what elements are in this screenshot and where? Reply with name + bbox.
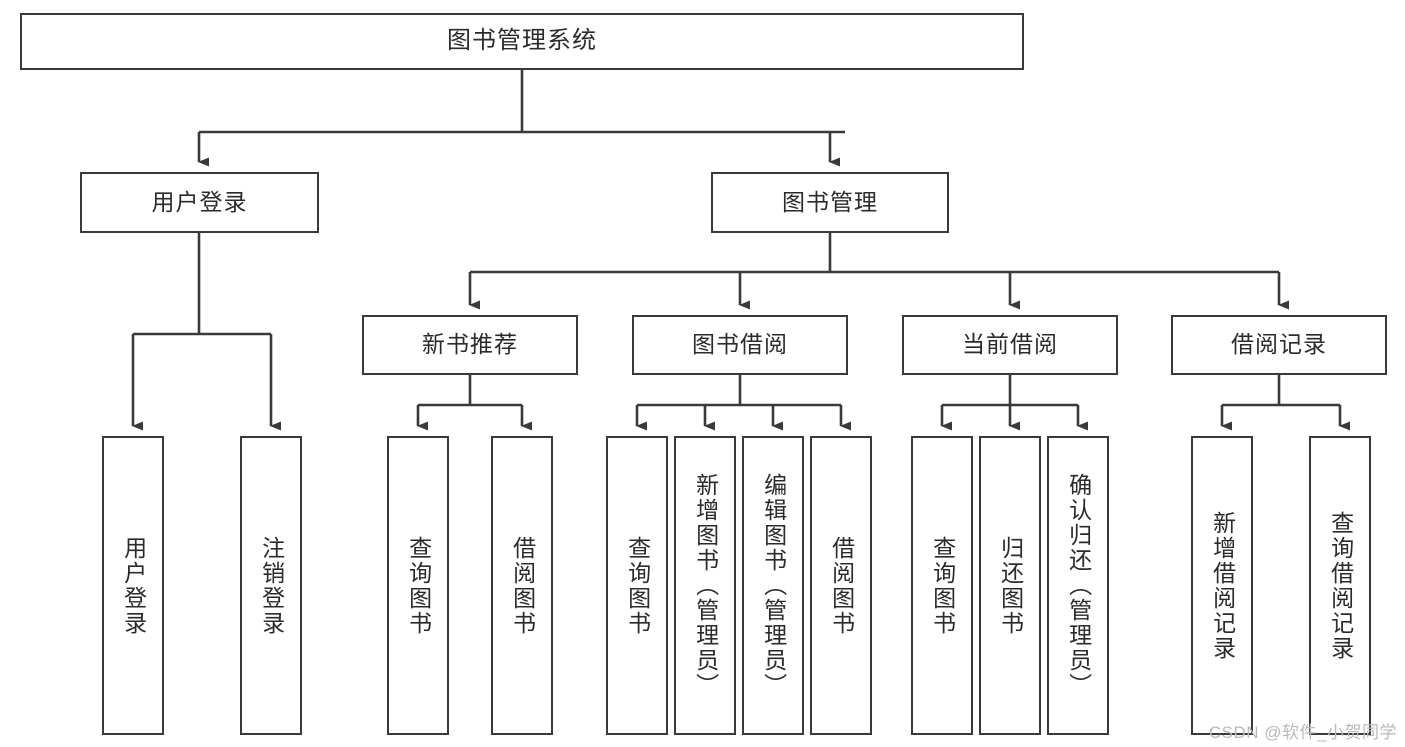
node-label: 查询图书 [405,535,432,636]
leaf-edit-book[interactable]: 编辑图书（管理员） [742,436,804,735]
node-label: 借阅图书 [828,535,855,636]
node-current-borrow[interactable]: 当前借阅 [902,315,1118,375]
node-label: 当前借阅 [962,331,1058,358]
node-label: 确认归还（管理员） [1065,473,1092,698]
node-label: 借阅记录 [1231,331,1327,358]
node-label: 新增借阅记录 [1209,510,1236,661]
leaf-add-record[interactable]: 新增借阅记录 [1191,436,1253,735]
node-label: 查询借阅记录 [1327,510,1354,661]
leaf-borrow-book-2[interactable]: 借阅图书 [810,436,872,735]
leaf-query-book-2[interactable]: 查询图书 [606,436,668,735]
node-borrow-record[interactable]: 借阅记录 [1171,315,1387,375]
node-label: 用户登录 [120,535,147,636]
node-label: 用户登录 [151,188,248,215]
leaf-confirm-return[interactable]: 确认归还（管理员） [1047,436,1109,735]
node-book-borrow[interactable]: 图书借阅 [632,315,848,375]
watermark-text: CSDN @软件_小贺同学 [1208,723,1397,742]
node-label: 注销登录 [258,535,285,636]
leaf-add-book[interactable]: 新增图书（管理员） [674,436,736,735]
node-label: 借阅图书 [509,535,536,636]
node-label: 新增图书（管理员） [692,473,719,698]
leaf-query-record[interactable]: 查询借阅记录 [1309,436,1371,735]
leaf-return-book[interactable]: 归还图书 [979,436,1041,735]
node-label: 新书推荐 [422,331,518,358]
leaf-query-book-3[interactable]: 查询图书 [911,436,973,735]
node-label: 图书管理系统 [447,27,597,55]
node-label: 查询图书 [929,535,956,636]
node-user-login[interactable]: 用户登录 [80,172,319,233]
leaf-query-book-1[interactable]: 查询图书 [387,436,449,735]
node-label: 图书借阅 [692,331,788,358]
node-new-book-recommend[interactable]: 新书推荐 [362,315,578,375]
leaf-user-login[interactable]: 用户登录 [102,436,164,735]
node-label: 编辑图书（管理员） [760,473,787,698]
node-book-manage[interactable]: 图书管理 [711,172,949,233]
node-label: 查询图书 [624,535,651,636]
leaf-logout[interactable]: 注销登录 [240,436,302,735]
node-label: 归还图书 [997,535,1024,636]
node-root-system[interactable]: 图书管理系统 [20,13,1024,70]
node-label: 图书管理 [782,188,878,215]
leaf-borrow-book-1[interactable]: 借阅图书 [491,436,553,735]
